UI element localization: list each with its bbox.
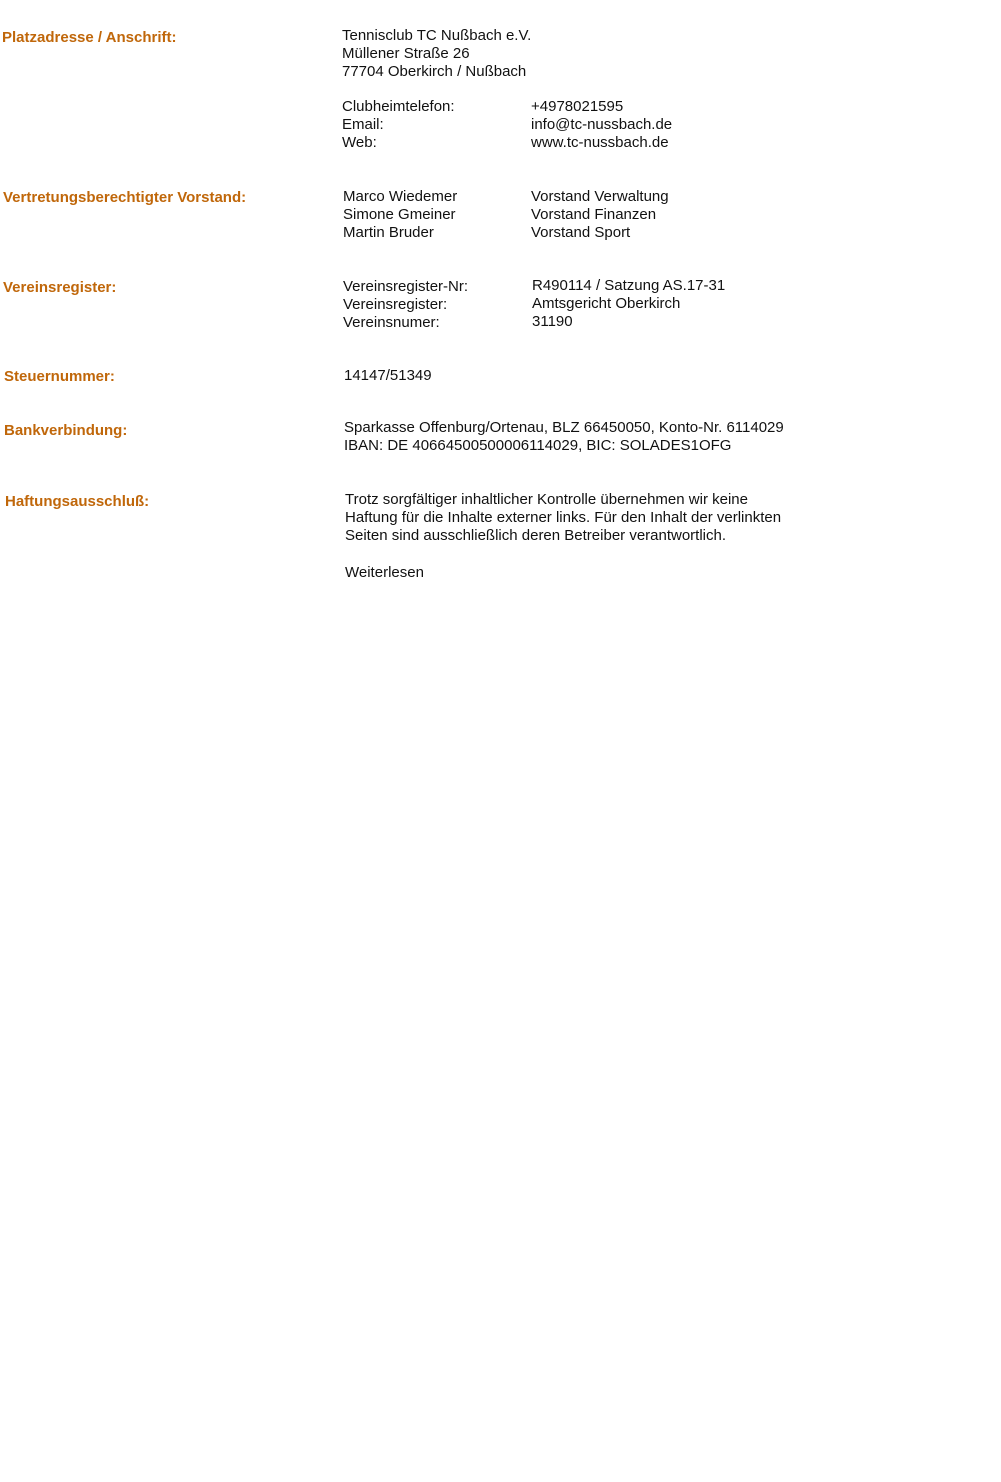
disclaimer-label: Haftungsausschluß: [5,493,150,510]
board-member-role: Vorstand Sport [531,224,631,241]
phone-value: +4978021595 [531,98,624,115]
email-link[interactable]: info@tc-nussbach.de [531,116,673,133]
bank-line: Sparkasse Offenburg/Ortenau, BLZ 6645005… [344,419,784,436]
register-label: Vereinsregister: [3,279,117,296]
register-value: R490114 / Satzung AS.17-31 [532,277,726,294]
read-more-link[interactable]: Weiterlesen [345,564,424,581]
register-key: Vereinsregister: [343,296,448,313]
register-value: 31190 [532,313,573,330]
phone-key: Clubheimtelefon: [342,98,455,115]
board-member-name: Simone Gmeiner [343,206,456,223]
board-member-name: Martin Bruder [343,224,434,241]
address-line: Müllener Straße 26 [342,45,470,62]
tax-value: 14147/51349 [344,367,432,384]
address-block: Tennisclub TC Nußbach e.V. Müllener Stra… [342,27,531,81]
address-line: 77704 Oberkirch / Nußbach [342,63,527,80]
contact-keys: Clubheimtelefon: Email: Web: [342,98,455,152]
bank-label: Bankverbindung: [4,422,128,439]
web-key: Web: [342,134,377,151]
tax-label: Steuernummer: [4,368,115,385]
address-label: Platzadresse / Anschrift: [2,29,177,46]
disclaimer-text: Trotz sorgfältiger inhaltlicher Kontroll… [345,491,781,545]
bank-details: Sparkasse Offenburg/Ortenau, BLZ 6645005… [344,419,784,455]
board-label: Vertretungsberechtigter Vorstand: [3,189,247,206]
address-line: Tennisclub TC Nußbach e.V. [342,27,532,44]
board-member-role: Vorstand Finanzen [531,206,657,223]
disclaimer-line: Seiten sind ausschließlich deren Betreib… [345,527,727,544]
web-link[interactable]: www.tc-nussbach.de [531,134,669,151]
register-key: Vereinsnumer: [343,314,440,331]
disclaimer-line: Trotz sorgfältiger inhaltlicher Kontroll… [345,491,748,508]
register-key: Vereinsregister-Nr: [343,278,469,295]
email-key: Email: [342,116,384,133]
board-names: Marco Wiedemer Simone Gmeiner Martin Bru… [343,188,457,242]
bank-line: IBAN: DE 40664500500006114029, BIC: SOLA… [344,437,732,454]
register-value: Amtsgericht Oberkirch [532,295,681,312]
contact-values: +4978021595 info@tc-nussbach.de www.tc-n… [531,98,672,152]
board-member-name: Marco Wiedemer [343,188,458,205]
register-values: R490114 / Satzung AS.17-31 Amtsgericht O… [532,277,725,331]
disclaimer-line: Haftung für die Inhalte externer links. … [345,509,782,526]
register-keys: Vereinsregister-Nr: Vereinsregister: Ver… [343,278,468,332]
board-member-role: Vorstand Verwaltung [531,188,669,205]
board-roles: Vorstand Verwaltung Vorstand Finanzen Vo… [531,188,669,242]
